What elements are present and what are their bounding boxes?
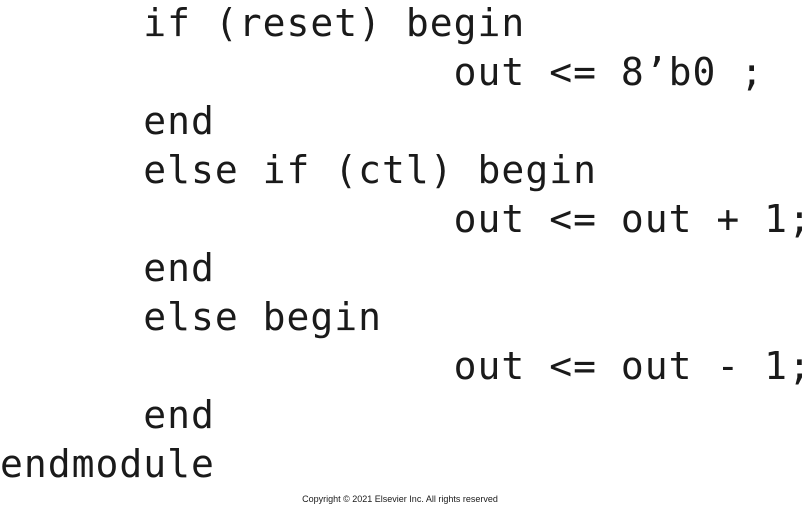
code-line: else if (ctl) begin [0,148,597,192]
code-line: out <= 8’b0 ; [0,50,765,94]
code-line: out <= out + 1; [0,197,812,241]
code-line: end [0,246,215,290]
code-line: end [0,99,215,143]
code-line: if (reset) begin [0,1,526,45]
code-line: out <= out - 1; [0,344,812,388]
code-line: else begin [0,295,383,339]
code-line: end [0,393,215,437]
copyright-notice: Copyright © 2021 Elsevier Inc. All right… [302,494,498,504]
code-line: endmodule [0,442,215,486]
